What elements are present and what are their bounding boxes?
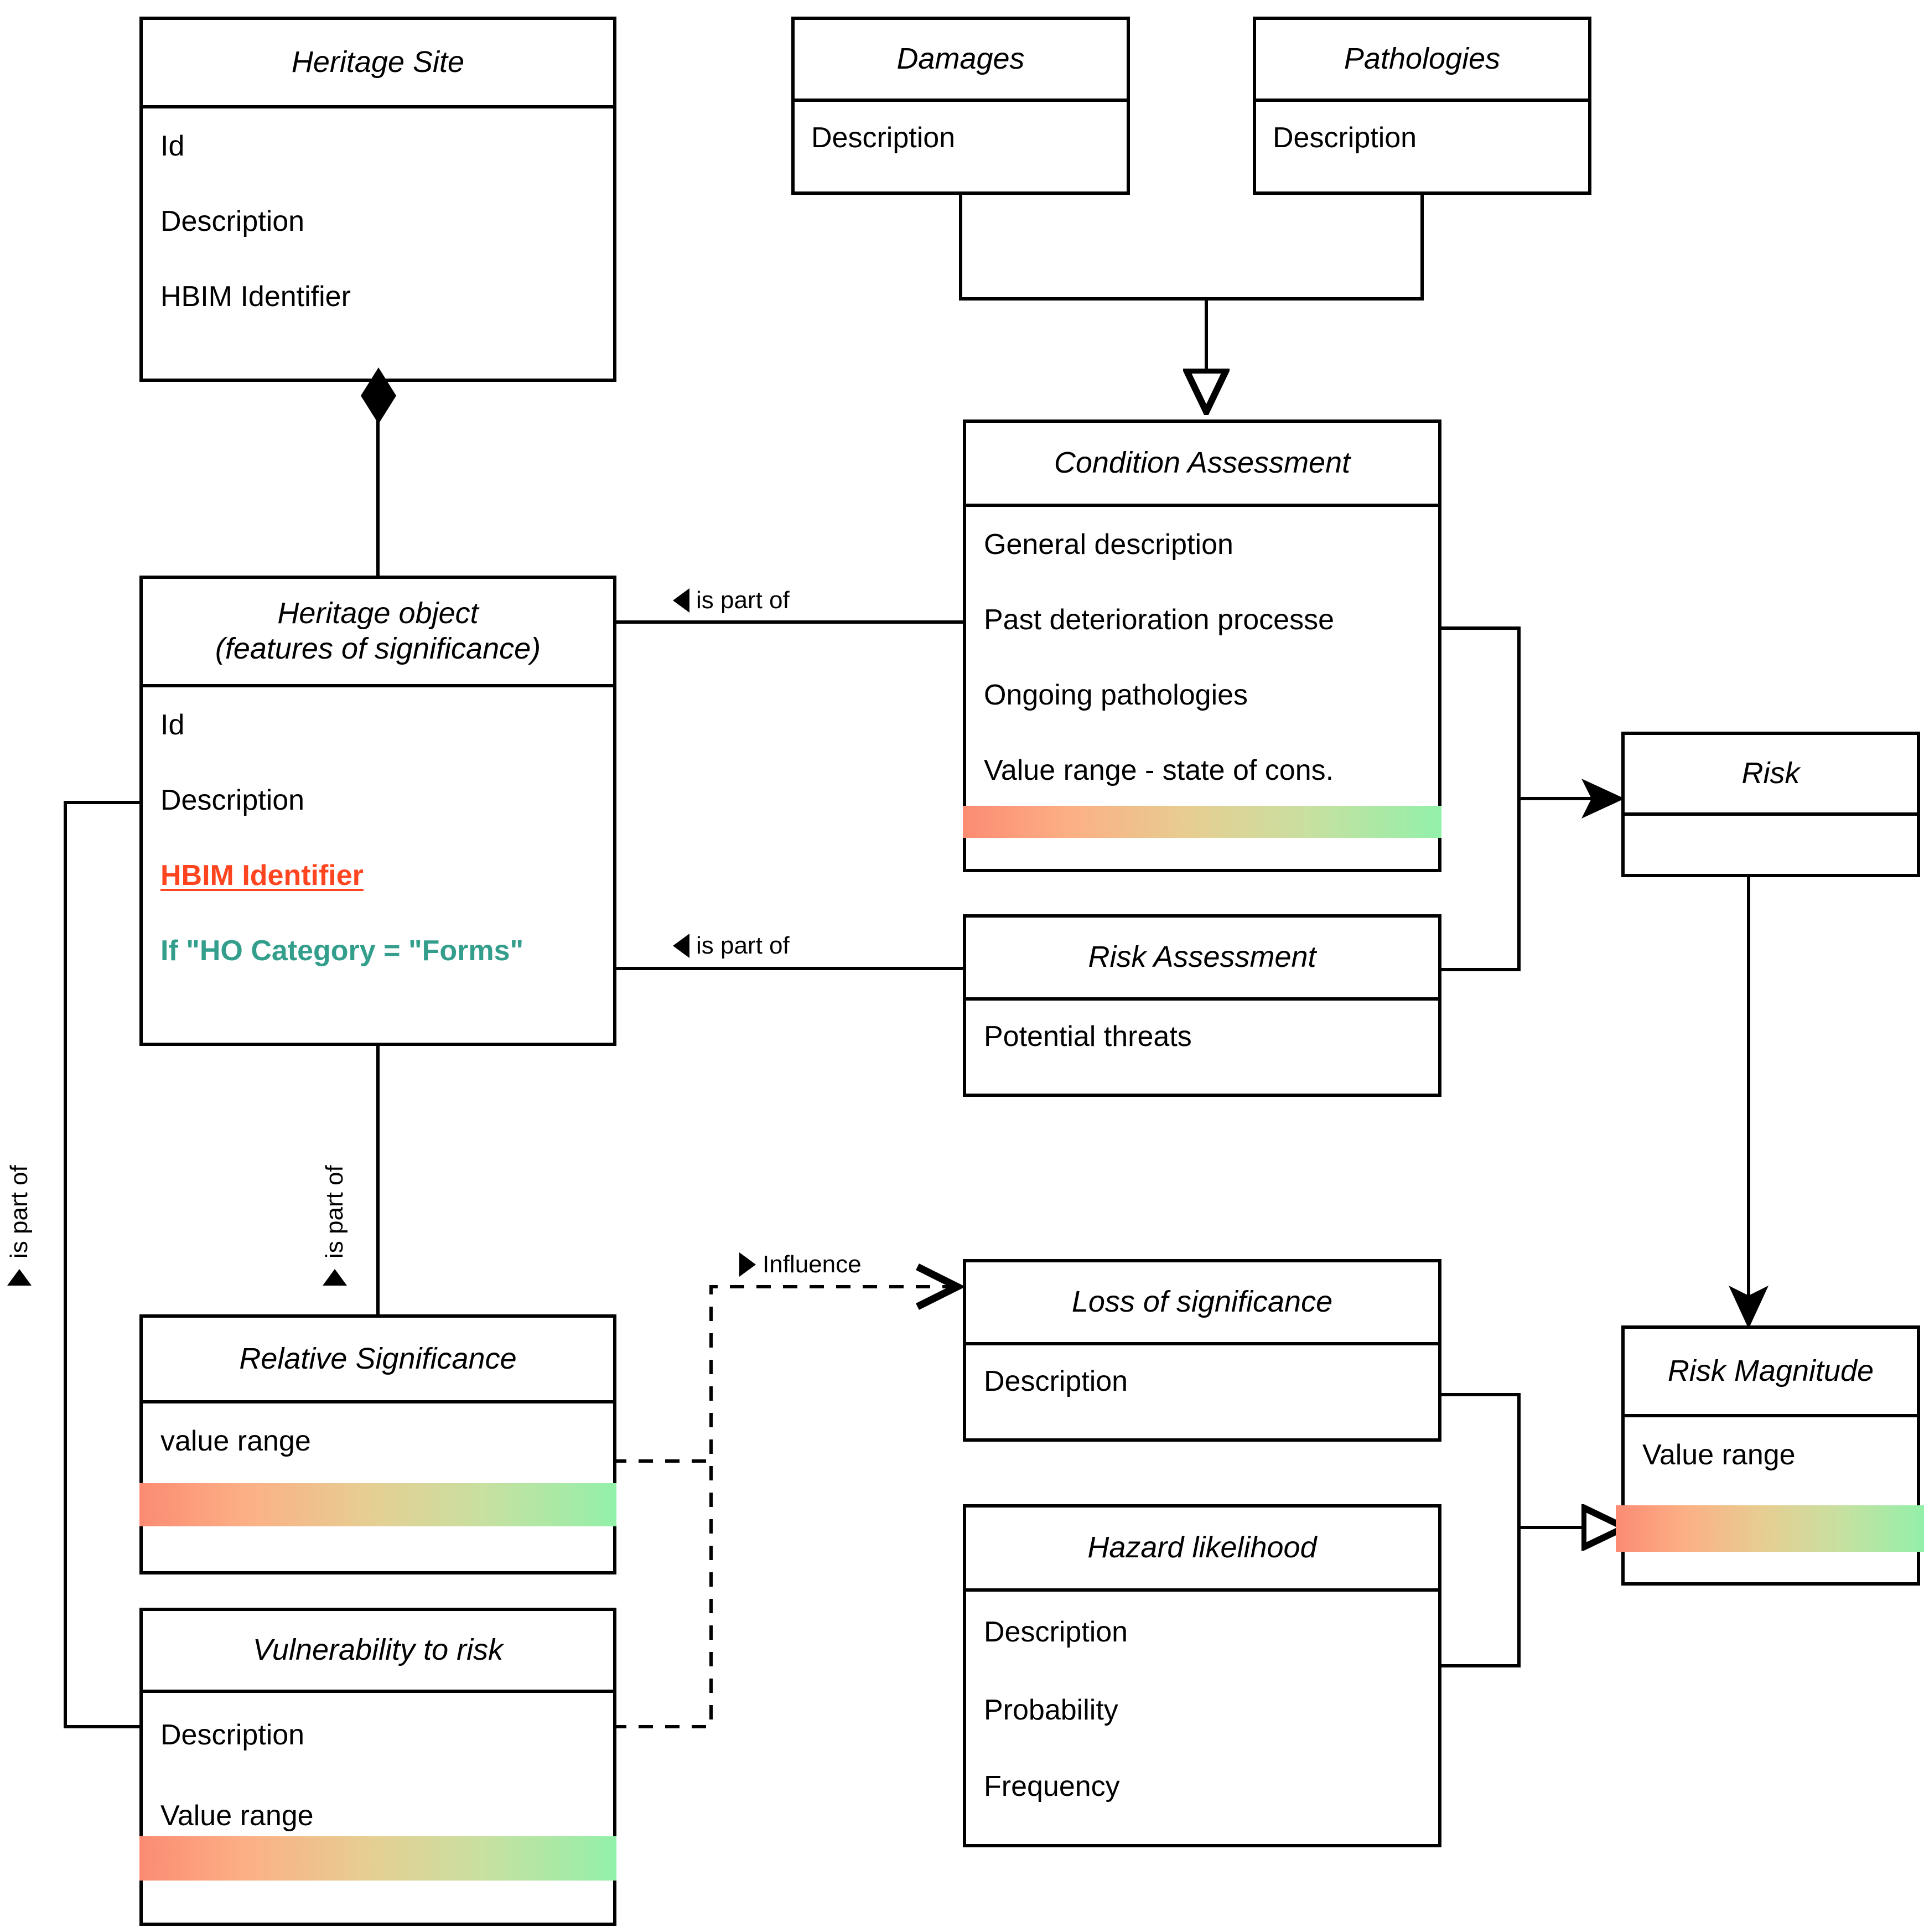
class-pathologies[interactable]: Pathologies Description <box>1253 17 1591 195</box>
edge-influence-vulnerability <box>612 1461 713 1728</box>
attribute-row: General description <box>984 529 1233 561</box>
class-risk-assessment-attributes: Potential threats <box>966 1001 1438 1094</box>
class-condition-assessment[interactable]: Condition Assessment General description… <box>963 419 1441 872</box>
triangle-right-icon <box>739 1252 756 1277</box>
class-vulnerability-to-risk-attributes: Description Value range <box>143 1693 613 1926</box>
class-damages-attributes: Description <box>795 102 1127 191</box>
triangle-left-icon <box>673 588 689 613</box>
attribute-row: HBIM Identifier <box>160 281 351 313</box>
class-relative-significance[interactable]: Relative Significance value range <box>139 1314 616 1574</box>
class-risk-magnitude-title: Risk Magnitude <box>1625 1329 1917 1417</box>
edge-label-is-part-of-riskassessment: is part of <box>670 931 793 961</box>
edge-label-text: is part of <box>6 1165 33 1258</box>
attribute-row <box>1625 816 1917 874</box>
class-loss-of-significance-attributes: Description <box>966 1345 1438 1438</box>
class-relative-significance-title: Relative Significance <box>143 1318 613 1403</box>
class-damages-title: Damages <box>795 20 1127 102</box>
class-heritage-object-attributes: Id Description HBIM Identifier If "HO Ca… <box>143 687 613 1046</box>
triangle-up-icon <box>323 1269 347 1286</box>
class-heritage-object-title-line1: Heritage object <box>277 597 479 630</box>
class-vulnerability-to-risk-title: Vulnerability to risk <box>143 1611 613 1693</box>
class-heritage-site-attributes: Id Description HBIM Identifier <box>143 108 613 382</box>
class-heritage-object[interactable]: Heritage object (features of significanc… <box>139 576 616 1046</box>
class-pathologies-attributes: Description <box>1256 102 1588 191</box>
risk-magnitude-value-gradient <box>1616 1505 1924 1552</box>
attribute-row: Id <box>160 709 185 741</box>
attribute-row: Ongoing pathologies <box>984 679 1248 711</box>
triangle-up-icon <box>7 1269 32 1286</box>
attribute-row: Description <box>811 122 956 154</box>
attribute-row: Frequency <box>984 1770 1120 1802</box>
condition-assessment-value-gradient <box>963 806 1441 838</box>
class-loss-of-significance-title: Loss of significance <box>966 1262 1438 1345</box>
attribute-row: Description <box>984 1365 1128 1397</box>
class-risk-attributes <box>1625 816 1917 874</box>
attribute-row: Value range <box>160 1800 314 1832</box>
edge-label-text: is part of <box>696 932 790 959</box>
relative-significance-value-gradient <box>139 1483 616 1526</box>
class-relative-significance-attributes: value range <box>143 1403 613 1574</box>
attribute-row: value range <box>160 1425 311 1457</box>
class-risk-assessment[interactable]: Risk Assessment Potential threats <box>963 914 1441 1097</box>
class-risk[interactable]: Risk <box>1621 732 1920 877</box>
attribute-row: Description <box>160 205 305 237</box>
class-condition-assessment-attributes: General description Past deterioration p… <box>966 507 1438 869</box>
attribute-row: Description <box>1273 122 1417 154</box>
edge-influence-relative <box>612 1263 966 1463</box>
attribute-row: Probability <box>984 1694 1118 1726</box>
edge-label-is-part-of-relative: is part of <box>321 1165 349 1289</box>
attribute-row: Id <box>160 130 185 162</box>
edge-label-is-part-of-condition: is part of <box>670 586 793 615</box>
class-risk-magnitude-attributes: Value range <box>1625 1417 1917 1586</box>
class-hazard-likelihood-title: Hazard likelihood <box>966 1508 1438 1592</box>
class-heritage-site-title: Heritage Site <box>143 20 613 108</box>
attribute-row: Value range - state of cons. <box>984 754 1334 786</box>
edge-object-to-vulnerability <box>64 801 139 1728</box>
attribute-row: Potential threats <box>984 1021 1192 1053</box>
class-damages[interactable]: Damages Description <box>791 17 1130 195</box>
attribute-row: Value range <box>1642 1439 1796 1471</box>
triangle-left-icon <box>673 934 689 958</box>
composition-diamond-icon <box>361 367 396 424</box>
edge-label-text: is part of <box>321 1165 348 1258</box>
class-risk-assessment-title: Risk Assessment <box>966 918 1438 1001</box>
attribute-row: Past deterioration processe <box>984 604 1335 636</box>
attribute-row: Description <box>160 784 305 816</box>
edge-label-text: Influence <box>763 1251 862 1278</box>
class-heritage-site[interactable]: Heritage Site Id Description HBIM Identi… <box>139 17 616 382</box>
edge-label-text: is part of <box>696 587 790 614</box>
class-hazard-likelihood[interactable]: Hazard likelihood Description Probabilit… <box>963 1504 1441 1847</box>
edge-label-influence: Influence <box>736 1250 865 1280</box>
vulnerability-value-gradient <box>139 1836 616 1881</box>
class-heritage-object-title: Heritage object (features of significanc… <box>143 579 613 687</box>
edge-label-is-part-of-vulnerability: is part of <box>6 1165 33 1289</box>
class-condition-assessment-title: Condition Assessment <box>966 423 1438 507</box>
attribute-row: Description <box>160 1719 305 1751</box>
class-heritage-object-title-line2: (features of significance) <box>215 632 541 665</box>
class-loss-of-significance[interactable]: Loss of significance Description <box>963 1259 1441 1442</box>
attribute-row: Description <box>984 1615 1128 1648</box>
class-risk-title: Risk <box>1625 735 1917 816</box>
class-hazard-likelihood-attributes: Description Probability Frequency <box>966 1592 1438 1844</box>
class-pathologies-title: Pathologies <box>1256 20 1588 102</box>
attribute-row-ho-category-condition: If "HO Category = "Forms" <box>160 935 524 967</box>
attribute-row-hbim-identifier: HBIM Identifier <box>160 859 364 892</box>
